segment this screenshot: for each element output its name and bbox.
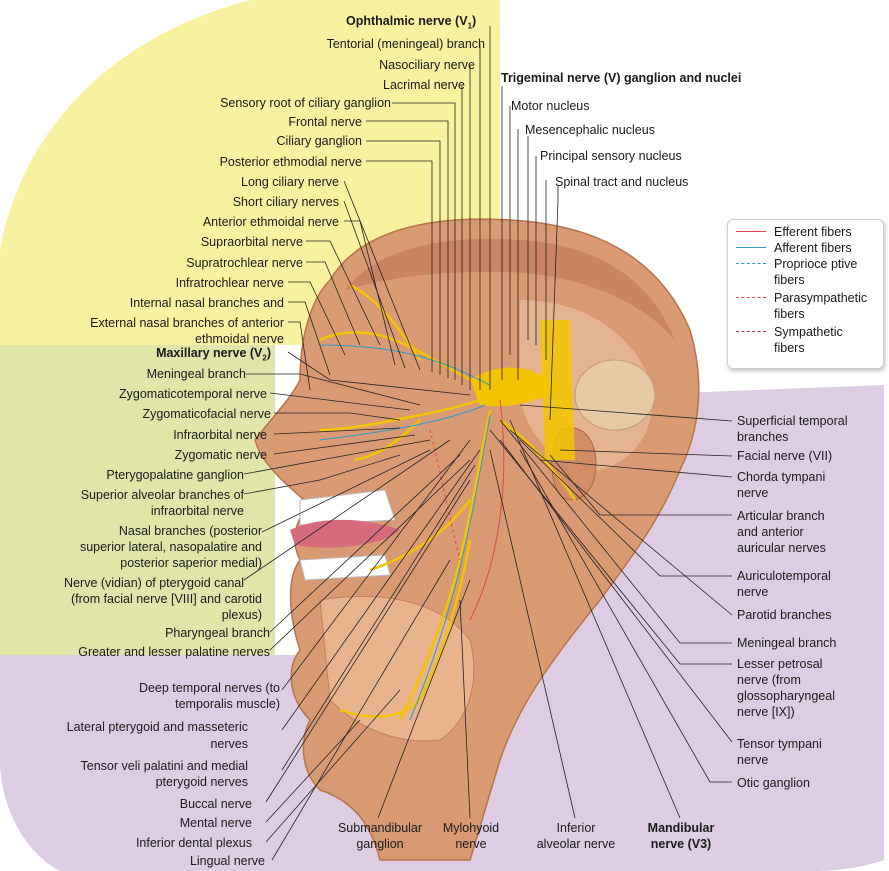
maxillary-nerve-label: Maxillary nerve (V xyxy=(156,346,262,360)
legend-swatch-parasympathetic xyxy=(736,297,766,298)
label-chorda-tympani: Chorda tympani xyxy=(737,469,825,485)
label-supraorbital: Supraorbital nerve xyxy=(201,234,303,250)
legend-swatch-efferent xyxy=(736,231,766,232)
label-buccal-nerve: Buccal nerve xyxy=(180,796,252,812)
label-inferior-alveolar-line2: alveolar nerve xyxy=(530,836,622,852)
label-vidian-nerve: Nerve (vidian) of pterygoid canal xyxy=(64,575,244,591)
label-vidian-nerve-3: plexus) xyxy=(222,607,262,623)
label-frontal-nerve: Frontal nerve xyxy=(288,114,362,130)
legend-label-sympathetic: Sympathetic xyxy=(774,324,843,340)
label-inferior-alveolar-nerve: Inferior alveolar nerve xyxy=(530,820,622,852)
label-nasal-branches-2: superior lateral, nasopalatire and xyxy=(80,539,262,555)
label-zygomaticotemporal: Zygomaticotemporal nerve xyxy=(119,386,267,402)
maxillary-nerve-heading: Maxillary nerve (V2) xyxy=(156,345,271,367)
label-tensor-veli: Tensor veli palatini and medial xyxy=(81,758,248,774)
label-inferior-dental-plexus: Inferior dental plexus xyxy=(136,835,252,851)
label-short-ciliary: Short ciliary nerves xyxy=(233,194,339,210)
label-nasociliary-nerve: Nasociliary nerve xyxy=(379,57,475,73)
label-lateral-pterygoid-2: nerves xyxy=(210,736,248,752)
label-motor-nucleus: Motor nucleus xyxy=(511,98,590,114)
label-inferior-alveolar-line1: Inferior xyxy=(530,820,622,836)
label-palatine-nerves: Greater and lesser palatine nerves xyxy=(78,644,270,660)
label-infratrochlear: Infratrochlear nerve xyxy=(176,275,284,291)
label-meningeal-branch: Meningeal branch xyxy=(147,366,246,382)
label-sensory-root-ciliary: Sensory root of ciliary ganglion xyxy=(220,95,391,111)
label-superior-alveolar-2: infraorbital nerve xyxy=(151,503,244,519)
label-meningeal-branch-right: Meningeal branch xyxy=(737,635,836,651)
label-pterygopalatine-ganglion: Pterygopalatine ganglion xyxy=(106,467,244,483)
label-lesser-petrosal-3: glossopharyngeal xyxy=(737,688,835,704)
label-anterior-ethmoidal: Anterior ethmoidal nerve xyxy=(203,214,339,230)
label-tentorial-branch: Tentorial (meningeal) branch xyxy=(327,36,485,52)
label-auriculotemporal-2: nerve xyxy=(737,584,768,600)
label-facial-nerve: Facial nerve (VII) xyxy=(737,448,832,464)
label-principal-sensory: Principal sensory nucleus xyxy=(540,148,682,164)
label-tensor-veli-2: pterygoid nerves xyxy=(156,774,248,790)
label-mandibular-line2: nerve (V3) xyxy=(633,836,729,852)
legend-label-proprioceptive-2: fibers xyxy=(774,272,805,288)
label-lacrimal-nerve: Lacrimal nerve xyxy=(383,77,465,93)
ophthalmic-close: ) xyxy=(472,14,476,28)
legend-label-sympathetic-2: fibers xyxy=(774,340,805,356)
ophthalmic-nerve-label: Ophthalmic nerve (V xyxy=(346,14,468,28)
label-superior-alveolar: Superior alveolar branches of xyxy=(81,487,244,503)
legend: Efferent fibers Afferent fibers Proprioc… xyxy=(727,219,884,369)
label-auriculotemporal: Auriculotemporal xyxy=(737,568,831,584)
label-ciliary-ganglion: Ciliary ganglion xyxy=(277,133,362,149)
label-nasal-branches: Nasal branches (posterior xyxy=(119,523,262,539)
label-lesser-petrosal: Lesser petrosal xyxy=(737,656,822,672)
label-long-ciliary: Long ciliary nerve xyxy=(241,174,339,190)
legend-swatch-sympathetic xyxy=(736,331,766,332)
label-mylohyoid-line2: nerve xyxy=(436,836,506,852)
legend-label-proprioceptive: Proprioce ptive xyxy=(774,256,857,272)
legend-swatch-afferent xyxy=(736,247,766,248)
label-articular-branch-2: and anterior xyxy=(737,524,804,540)
label-chorda-tympani-2: nerve xyxy=(737,485,768,501)
label-vidian-nerve-2: (from facial nerve [VIII] and carotid xyxy=(71,591,262,607)
label-zygomatic: Zygomatic nerve xyxy=(175,447,267,463)
label-supratrochlear: Supratrochlear nerve xyxy=(186,255,303,271)
label-tensor-tympani-2: nerve xyxy=(737,752,768,768)
label-mesencephalic-nucleus: Mesencephalic nucleus xyxy=(525,122,655,138)
label-articular-branch: Articular branch xyxy=(737,508,825,524)
label-pharyngeal-branch: Pharyngeal branch xyxy=(165,625,270,641)
label-lateral-pterygoid: Lateral pterygoid and masseteric xyxy=(67,719,248,735)
label-superficial-temporal: Superficial temporal xyxy=(737,413,847,429)
label-mental-nerve: Mental nerve xyxy=(180,815,252,831)
label-submandibular-line1: Submandibular xyxy=(330,820,430,836)
label-nasal-branches-3: posterior saperior medial) xyxy=(120,555,262,571)
legend-label-parasympathetic-2: fibers xyxy=(774,306,805,322)
label-spinal-tract: Spinal tract and nucleus xyxy=(555,174,688,190)
label-internal-nasal: Internal nasal branches and xyxy=(130,295,284,311)
label-lesser-petrosal-2: nerve (from xyxy=(737,672,801,688)
label-zygomaticofacial: Zygomaticofacial nerve xyxy=(142,406,271,422)
label-deep-temporal-2: temporalis muscle) xyxy=(175,696,280,712)
legend-label-efferent: Efferent fibers xyxy=(774,224,852,240)
label-articular-branch-3: auricular nerves xyxy=(737,540,826,556)
legend-label-afferent: Afferent fibers xyxy=(774,240,852,256)
label-mylohyoid-nerve: Mylohyoid nerve xyxy=(436,820,506,852)
label-external-nasal: External nasal branches of anterior xyxy=(90,315,284,331)
label-otic-ganglion: Otic ganglion xyxy=(737,775,810,791)
label-posterior-ethmoidal: Posterior ethmodial nerve xyxy=(220,154,362,170)
legend-label-parasympathetic: Parasympathetic xyxy=(774,290,867,306)
label-lingual-nerve: Lingual nerve xyxy=(190,853,265,869)
label-infraorbital: Infraorbital nerve xyxy=(173,427,267,443)
label-lesser-petrosal-4: nerve [IX]) xyxy=(737,704,795,720)
legend-swatch-proprioceptive xyxy=(736,263,766,264)
ophthalmic-nerve-heading: Ophthalmic nerve (V1) xyxy=(346,13,476,35)
label-deep-temporal: Deep temporal nerves (to xyxy=(139,680,280,696)
trigeminal-heading: Trigeminal nerve (V) ganglion and nuclei xyxy=(501,70,741,86)
label-mandibular-nerve: Mandibular nerve (V3) xyxy=(633,820,729,852)
cerebellum xyxy=(575,360,655,430)
label-mandibular-line1: Mandibular xyxy=(633,820,729,836)
maxillary-close: ) xyxy=(267,346,271,360)
brainstem-nuclei xyxy=(540,320,575,460)
label-parotid-branches: Parotid branches xyxy=(737,607,832,623)
label-submandibular-line2: ganglion xyxy=(330,836,430,852)
label-superficial-temporal-2: branches xyxy=(737,429,788,445)
label-mylohyoid-line1: Mylohyoid xyxy=(436,820,506,836)
label-submandibular-ganglion: Submandibular ganglion xyxy=(330,820,430,852)
label-tensor-tympani: Tensor tympani xyxy=(737,736,822,752)
